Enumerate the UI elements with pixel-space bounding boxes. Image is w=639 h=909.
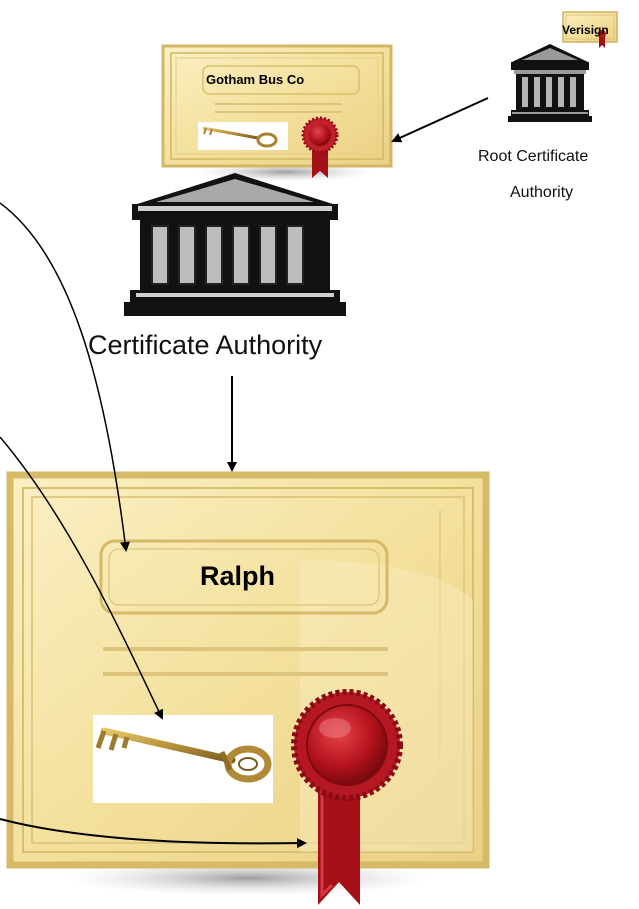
root-ca-label-line1: Root Certificate: [478, 148, 588, 166]
root-ca-building-icon: [508, 44, 592, 122]
end-certificate-name: Ralph: [200, 561, 275, 592]
ca-label: Certificate Authority: [88, 330, 322, 361]
root-ca-label-line2: Authority: [510, 184, 573, 202]
ca-building-icon: [124, 173, 346, 316]
intermediate-certificate-name: Gotham Bus Co: [206, 72, 304, 87]
root-certificate-name: Verisign: [562, 23, 609, 37]
intermediate-certificate: [163, 46, 391, 182]
end-certificate: [10, 475, 486, 905]
arrow-root-to-ca-cert: [393, 98, 488, 141]
